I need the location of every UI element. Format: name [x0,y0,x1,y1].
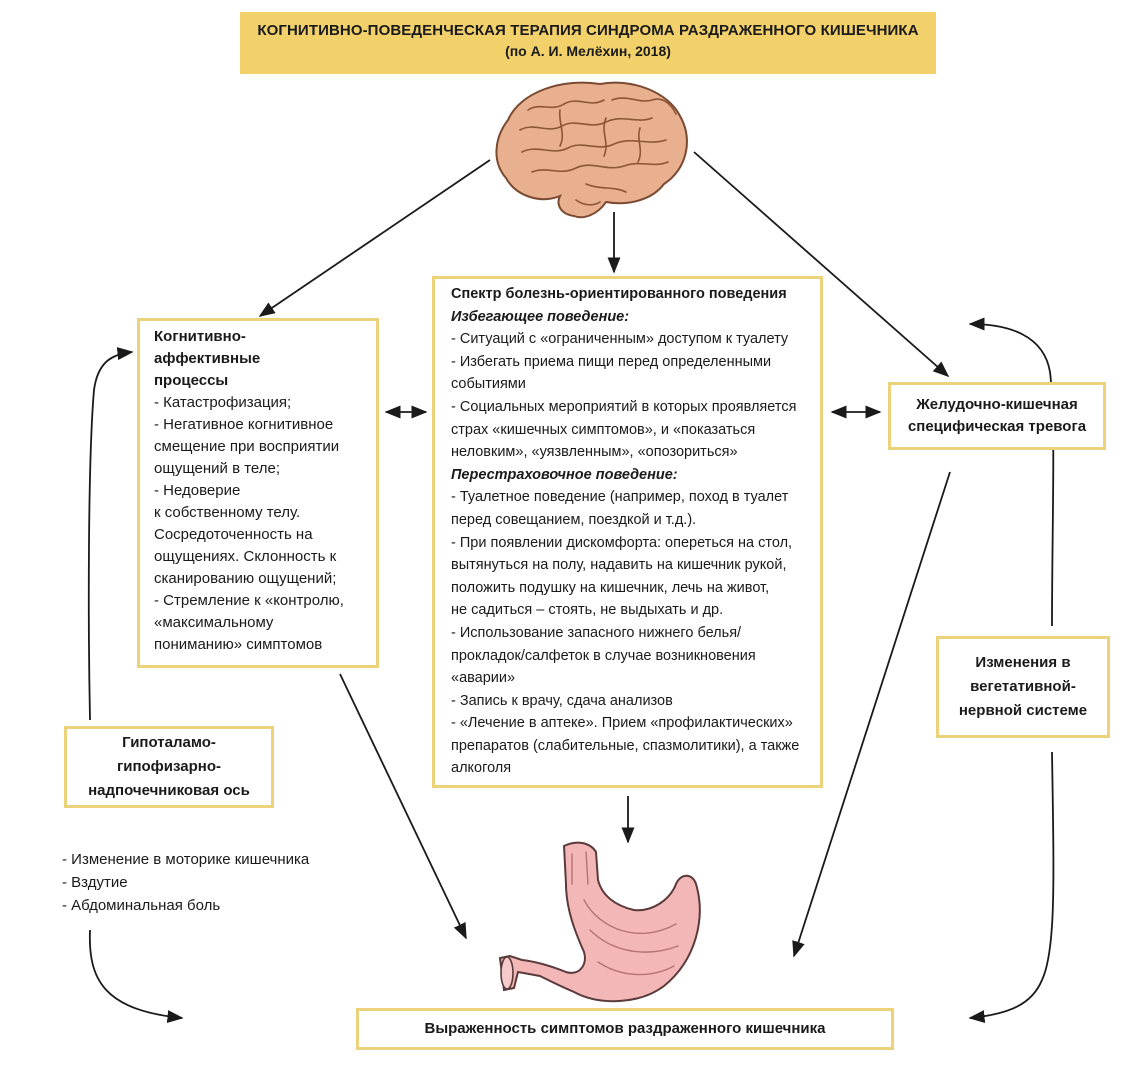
symptom-item: - Вздутие [62,874,128,891]
safety-line: - Туалетное поведение (например, поход в… [451,489,789,506]
arrow-left-loop-up [87,347,134,721]
cognitive-line: пониманию» симптомов [154,636,323,653]
cognitive-line: ощущений в теле; [154,460,281,477]
anxiety-line-2: специфическая тревога [907,418,1087,435]
safety-line: перед совещанием, поездкой и т.д.). [451,511,697,528]
vegetative-system-box: Изменения в вегетативной- нервной систем… [936,636,1110,738]
avoidance-line: страх «кишечных симптомов», и «показатьс… [451,421,756,438]
brain-illustration [495,81,688,219]
symptom-severity-box: Выраженность симптомов раздраженного киш… [356,1008,894,1050]
behavior-title: Спектр болезнь-ориентированного поведени… [451,286,787,302]
anxiety-line-1: Желудочно-кишечная [916,396,1078,413]
safety-line: препаратов (слабительные, спазмолитики),… [451,737,800,754]
arrow-brain-to-cognitive [258,159,491,317]
safety-line: - Использование запасного нижнего белья/ [451,624,742,641]
cognitive-line: - Недоверие [154,482,241,499]
cognitive-line: - Катастрофизация; [154,394,292,411]
avoidance-line: событиями [451,376,526,393]
safety-heading: Перестраховочное поведение: [451,466,678,483]
symptom-item: - Абдоминальная боль [62,897,221,914]
cognitive-line: - Стремление к «контролю, [154,592,344,609]
arrow-anxiety-to-outcome [792,471,951,958]
cognitive-line: к собственному телу. [154,504,301,521]
avoidance-line: неловким», «уязвленным», «опозориться» [451,444,738,461]
safety-line: «аварии» [451,670,516,687]
safety-line: - Запись к врачу, сдача анализов [451,692,673,709]
cognitive-line: сканированию ощущений; [154,570,337,587]
cognitive-line: Сосредоточенность на [154,526,313,543]
behavior-spectrum-box: Спектр болезнь-ориентированного поведени… [432,276,823,788]
symptom-list: - Изменение в моторике кишечника - Вздут… [62,848,309,917]
cognitive-line: - Негативное когнитивное [154,416,334,433]
hpa-line-1: Гипоталамо- [122,734,216,751]
safety-line: алкоголя [451,760,512,777]
title-banner: КОГНИТИВНО-ПОВЕДЕНЧЕСКАЯ ТЕРАПИЯ СИНДРОМ… [240,12,936,74]
vegetative-line-2: вегетативной- [970,678,1076,695]
avoidance-line: - Социальных мероприятий в которых прояв… [451,398,797,415]
stomach-illustration [498,841,701,1003]
arrow-right-loop-down [968,751,1055,1023]
safety-line: положить подушку на кишечник, лечь на жи… [451,579,770,596]
avoidance-heading: Избегающее поведение: [451,308,630,325]
safety-line: не садиться – стоять, не выдыхать и др. [451,602,724,619]
diagram-subtitle: (по А. И. Мелёхин, 2018) [505,43,671,59]
cognitive-line: «максимальному [154,614,274,631]
safety-line: прокладок/салфеток в случае возникновени… [451,647,756,664]
arrow-left-loop-down [88,929,184,1023]
arrow-cognitive-to-outcome [339,673,467,940]
hpa-axis-box: Гипоталамо- гипофизарно- надпочечниковая… [64,726,274,808]
cognitive-line: смещение при восприятии [154,438,340,455]
avoidance-line: - Ситуаций с «ограниченным» доступом к т… [451,331,789,348]
arrow-right-loop-up [968,317,1055,627]
hpa-line-2: гипофизарно- [116,758,221,775]
hpa-line-3: надпочечниковая ось [88,782,250,799]
gi-anxiety-box: Желудочно-кишечная специфическая тревога [888,382,1106,450]
safety-line: вытянуться на полу, надавить на кишечник… [451,557,787,574]
cognitive-title-2: аффективные [154,350,261,367]
safety-line: - При появлении дискомфорта: опереться н… [451,534,793,551]
arrow-brain-to-anxiety [693,151,950,378]
cognitive-affective-box: Когнитивно- аффективные процессы - Катас… [137,318,379,668]
safety-line: - «Лечение в аптеке». Прием «профилактич… [451,715,793,732]
symptom-item: - Изменение в моторике кишечника [62,851,310,868]
vegetative-line-1: Изменения в [975,654,1071,671]
cognitive-title-1: Когнитивно- [154,328,246,345]
cognitive-line: ощущениях. Склонность к [154,548,337,565]
cognitive-title-3: процессы [154,372,229,389]
avoidance-line: - Избегать приема пищи перед определенны… [451,353,772,370]
outcome-label: Выраженность симптомов раздраженного киш… [424,1020,826,1037]
vegetative-line-3: нервной системе [958,702,1088,719]
diagram-title: КОГНИТИВНО-ПОВЕДЕНЧЕСКАЯ ТЕРАПИЯ СИНДРОМ… [257,22,919,39]
